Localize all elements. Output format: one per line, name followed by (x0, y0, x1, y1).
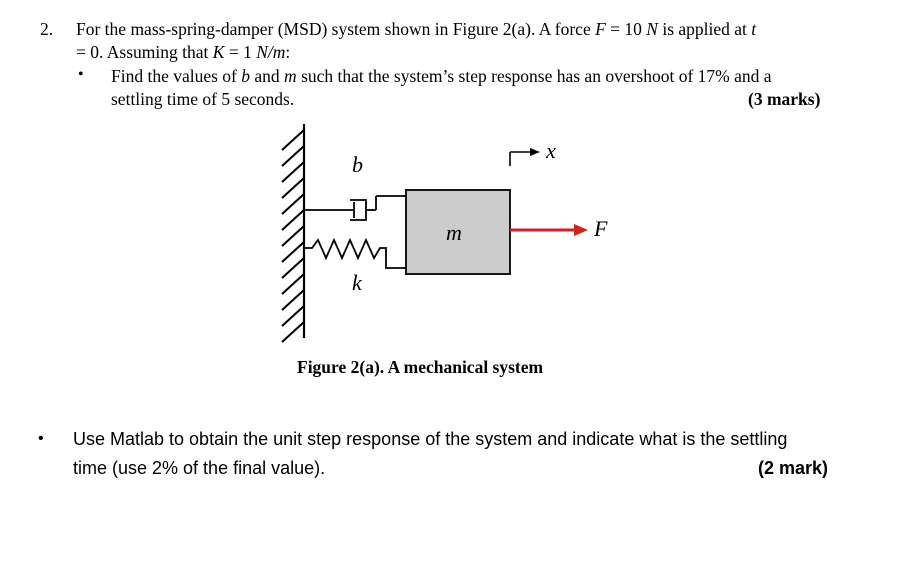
damper-label: b (352, 152, 363, 177)
marks-label: (2 mark) (758, 458, 829, 478)
figure-caption: Figure 2(a). A mechanical system (297, 357, 544, 377)
displacement-label: x (545, 138, 556, 163)
task2-line-1: Use Matlab to obtain the unit step respo… (73, 429, 788, 449)
question-number: 2. (40, 19, 54, 39)
bullet1-line-2: settling time of 5 seconds. (111, 89, 295, 109)
wall (281, 124, 306, 343)
question-text: = 1 (224, 42, 257, 62)
question-text: is applied at (657, 19, 752, 39)
bullet1-text: and (250, 66, 285, 86)
question-text: For the mass-spring-damper (MSD) system … (76, 19, 596, 39)
spring (304, 237, 406, 269)
damper (304, 195, 406, 221)
bullet-icon: • (38, 430, 44, 447)
question-line-2: = 0. Assuming that K = 1 N/m: (76, 42, 290, 63)
question-text: = 10 (605, 19, 647, 39)
force-label: F (593, 216, 608, 241)
bullet1-text: such that the system’s step response has… (296, 66, 772, 86)
question-text: : (285, 42, 291, 62)
question-line-1: For the mass-spring-damper (MSD) system … (76, 19, 756, 40)
mass-label: m (446, 220, 462, 245)
mass-block (405, 189, 511, 275)
bullet1-text: Find the values of (111, 66, 242, 86)
stiffness-symbol: K (212, 42, 225, 62)
marks-label: (3 marks) (748, 89, 821, 109)
stiffness-unit: N/m (256, 42, 286, 62)
spring-label: k (352, 270, 363, 295)
task2-line-2: time (use 2% of the final value). (73, 458, 326, 478)
force-arrow (510, 224, 588, 236)
damping-symbol: b (241, 66, 251, 86)
newton-unit: N (646, 19, 658, 39)
force-symbol: F (595, 19, 606, 39)
displacement-arrow (509, 148, 540, 166)
time-symbol: t (751, 19, 757, 39)
bullet1-line-1: Find the values of b and m such that the… (111, 66, 772, 87)
mass-symbol: m (284, 66, 297, 86)
msd-diagram: b k m F x (281, 124, 608, 343)
bullet-icon: • (78, 66, 84, 83)
wall-hatching (281, 129, 305, 343)
question-text: = 0. Assuming that (76, 42, 213, 62)
